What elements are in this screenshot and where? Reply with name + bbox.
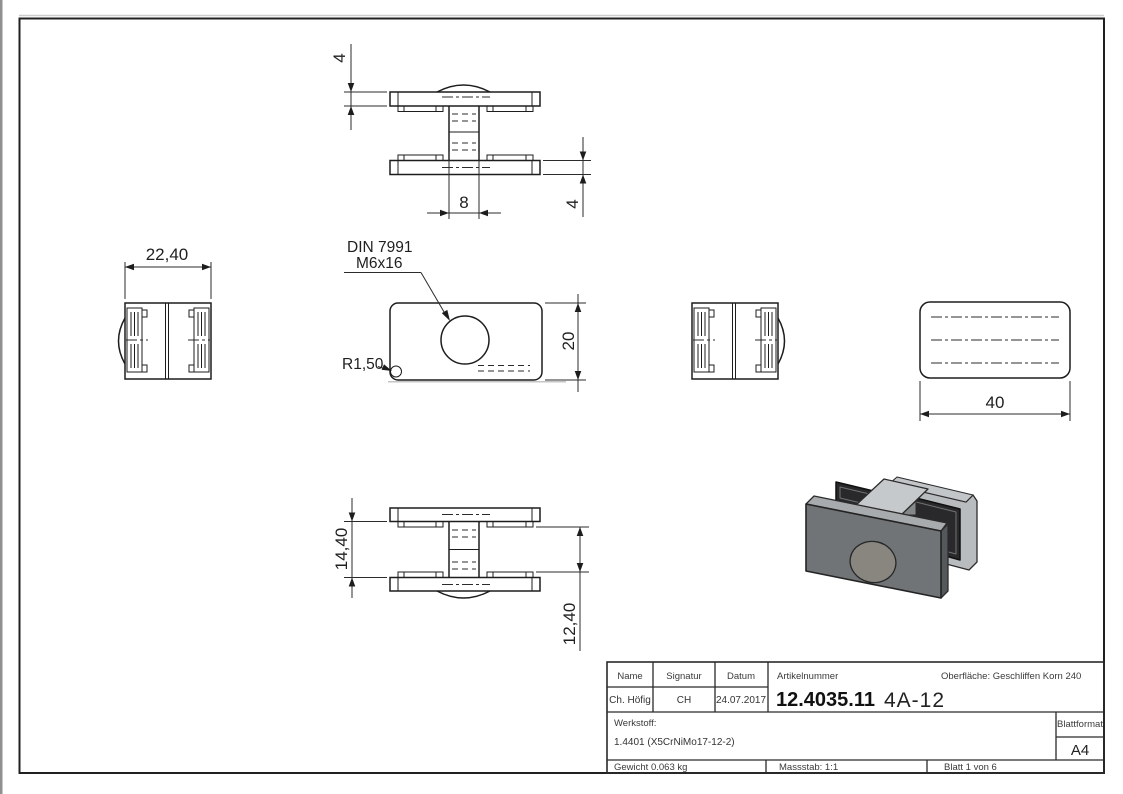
screw-head-circle (440, 315, 490, 365)
radius-callout: R1,50 (342, 356, 392, 373)
surface-finish-label: Oberfläche: Geschliffen Korn 240 (941, 671, 1081, 682)
dome-side-arc (117, 317, 126, 365)
screw-spec-line1: DIN 7991 (347, 239, 412, 256)
dim-web-width: 8 (427, 152, 501, 219)
article-number-value: 12.4035.11 (776, 689, 875, 711)
screw-spec-callout: DIN 7991 M6x16 (344, 239, 450, 321)
signature-label: Signatur (666, 671, 701, 682)
name-label: Name (617, 671, 642, 682)
dome-side-arc (777, 317, 786, 365)
front-view: DIN 7991 M6x16 R1,50 20 (342, 239, 586, 392)
bottom-view: 14,40 12,40 (332, 498, 589, 651)
dim-text: 4 (563, 199, 582, 208)
article-number-label: Artikelnummer (777, 671, 838, 682)
plate-top-view: 40 (919, 301, 1071, 421)
date-value: 24.07.2017 (716, 695, 766, 706)
dim-text: 12,40 (560, 603, 579, 646)
dim-outer-gap: 14,40 (332, 498, 387, 598)
corner-radius-feature (390, 365, 402, 378)
dim-side-width: 22,40 (124, 245, 212, 299)
article-number-suffix: 4A-12 (884, 689, 945, 712)
scale-value: Massstab: 1:1 (779, 762, 838, 773)
dome-arc (436, 590, 491, 599)
screen-left-edge (0, 0, 3, 794)
dim-text: 14,40 (332, 528, 351, 571)
top-flange (389, 507, 541, 523)
dim-flange-thickness-bottom: 4 (543, 137, 591, 217)
gasket-lip (486, 105, 534, 112)
date-label: Datum (727, 671, 755, 682)
dim-text: 20 (559, 332, 578, 351)
screw-spec-line2: M6x16 (356, 255, 403, 272)
weight-value: Gewicht 0.063 kg (614, 762, 687, 773)
title-block: Name Signatur Datum Artikelnummer Oberfl… (606, 661, 1105, 774)
drawing-frame (18, 17, 1105, 774)
isometric-view (805, 476, 978, 599)
bottom-flange (389, 576, 541, 592)
dome-arc (436, 84, 491, 93)
left-side-view: 22,40 (117, 245, 212, 380)
bottom-flange (389, 159, 541, 176)
sheet-number-value: Blatt 1 von 6 (944, 762, 997, 773)
sheet-format-label: Blattformat (1057, 719, 1103, 730)
top-view: 4 8 4 (330, 44, 591, 219)
dim-inner-gap: 12,40 (536, 526, 589, 651)
signature-value: CH (677, 695, 691, 706)
dim-plate-length: 40 (919, 381, 1071, 421)
screw-head-3d (849, 540, 897, 584)
dim-text: 8 (459, 193, 468, 212)
top-flange (389, 91, 541, 107)
dim-text: 22,40 (146, 245, 189, 264)
dim-text: 40 (986, 393, 1005, 412)
dim-text: 4 (330, 53, 349, 62)
dim-front-height: 20 (545, 294, 586, 392)
material-label: Werkstoff: (614, 718, 656, 729)
gasket-lip (397, 105, 444, 112)
front-plate-right-bevel (940, 523, 949, 599)
right-side-view (691, 302, 786, 380)
sheet-format-value: A4 (1071, 742, 1089, 759)
material-value: 1.4401 (X5CrNiMo17-12-2) (614, 737, 735, 748)
front-plate (389, 302, 543, 381)
radius-label: R1,50 (342, 356, 384, 373)
name-value: Ch. Höfig (609, 695, 651, 706)
dim-flange-thickness-top: 4 (330, 44, 387, 130)
